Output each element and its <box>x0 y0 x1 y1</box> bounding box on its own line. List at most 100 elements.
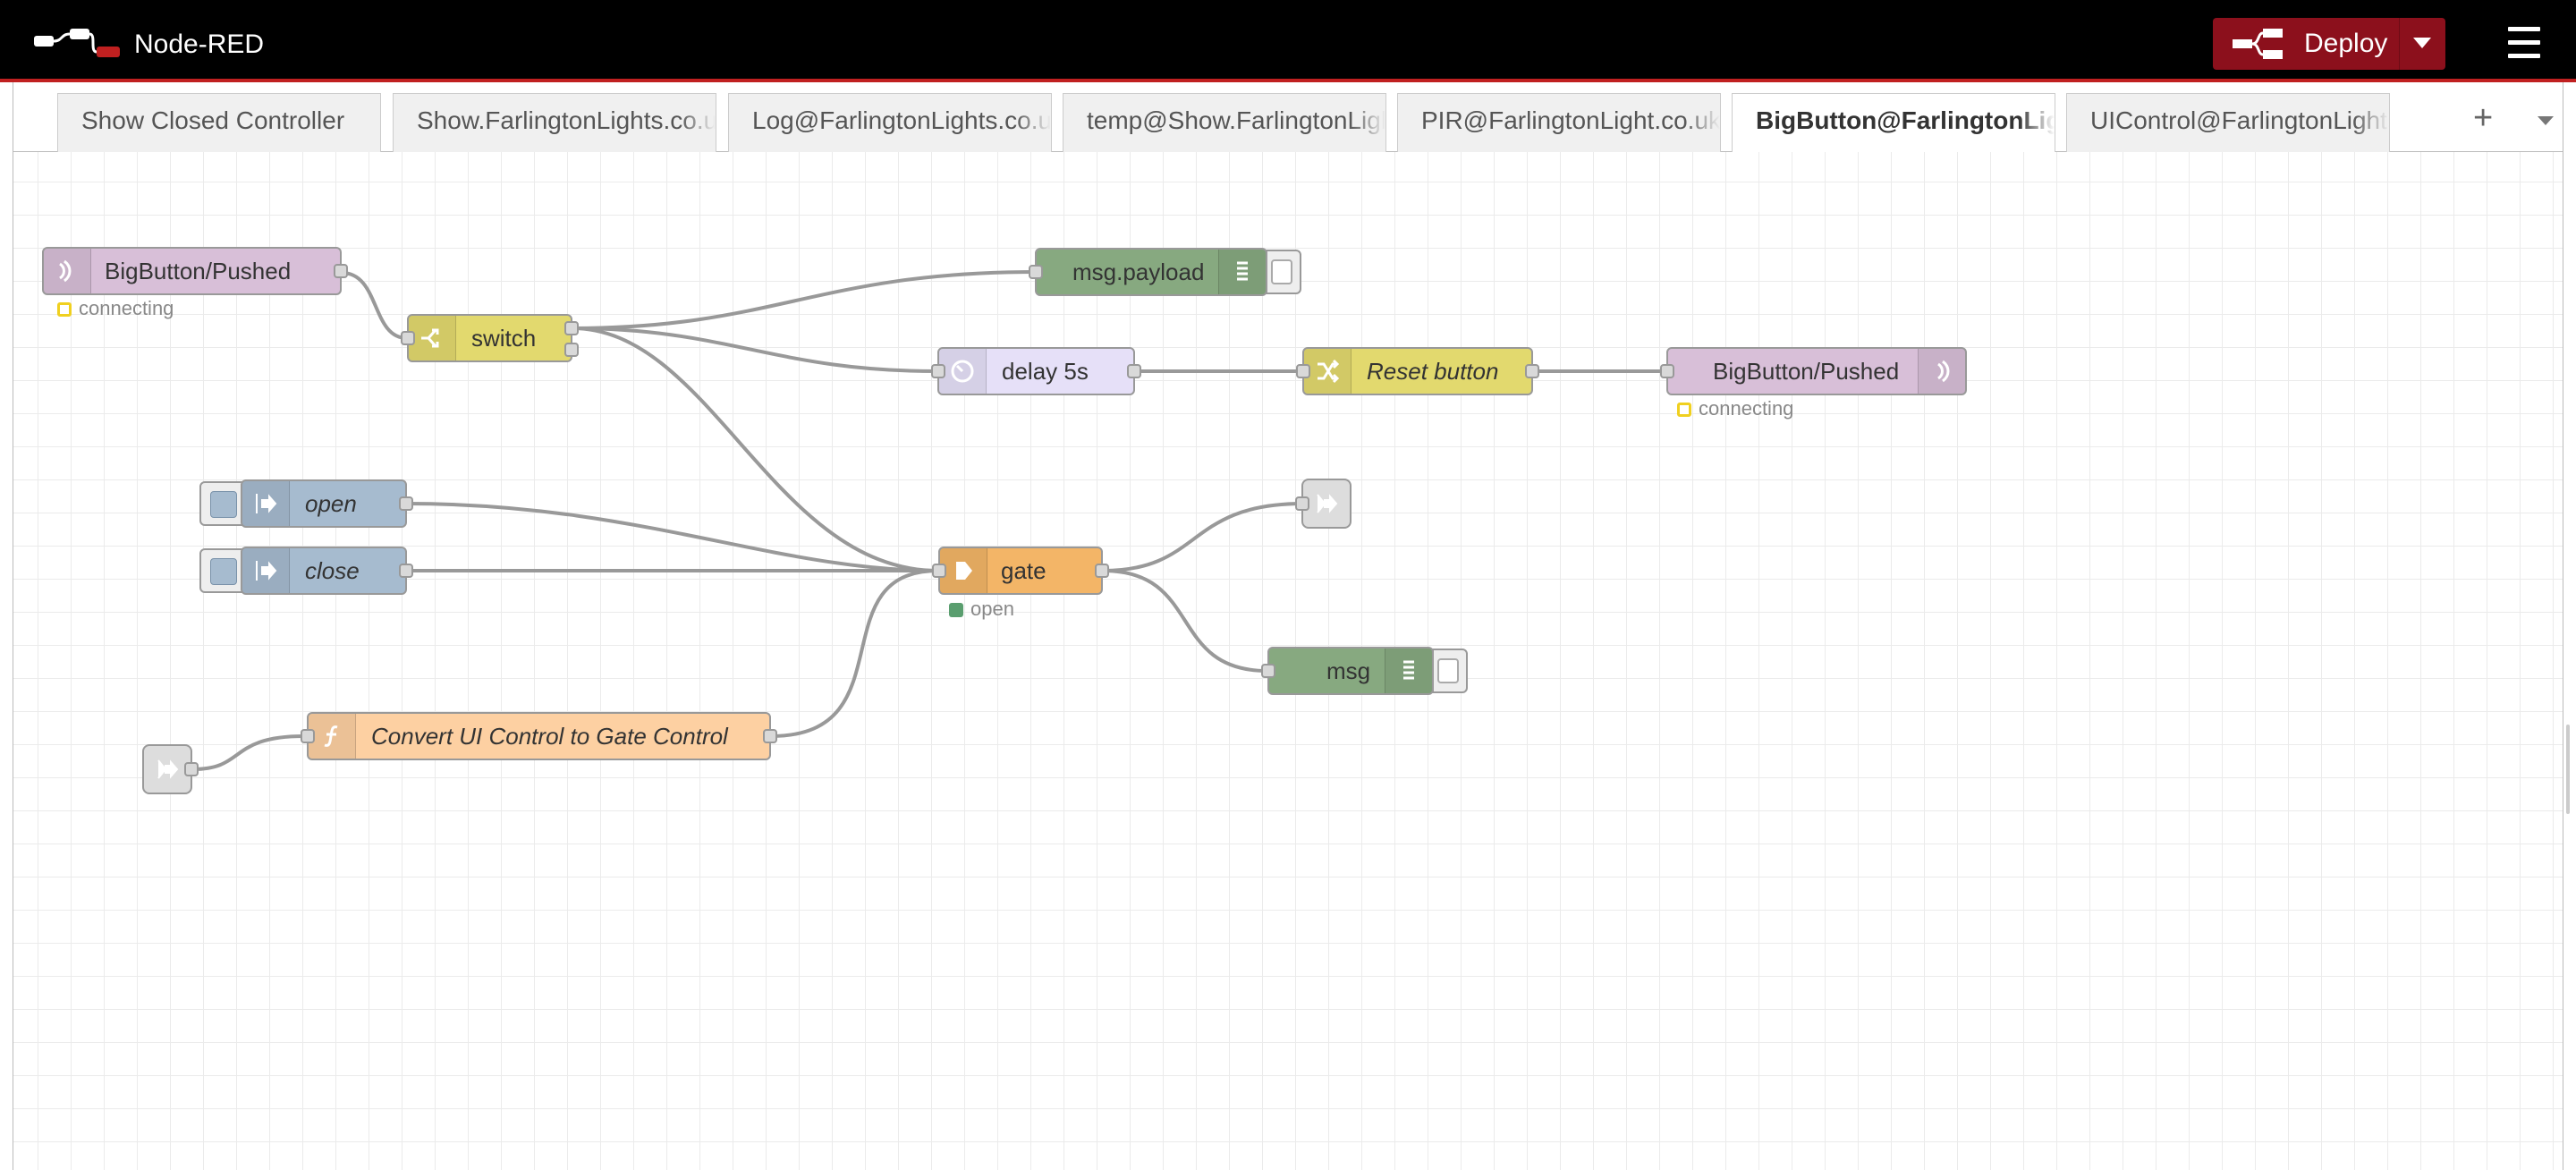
tab-log-farlingtonlights[interactable]: Log@FarlingtonLights.co.uk <box>728 93 1052 152</box>
output-port[interactable] <box>184 762 199 776</box>
timer-icon <box>951 360 974 383</box>
wire <box>192 734 305 771</box>
node-label: msg.payload <box>1072 259 1205 285</box>
input-port[interactable] <box>1296 364 1310 378</box>
tab-show-closed-controller[interactable]: Show Closed Controller <box>57 93 381 152</box>
tab-label: PIR@FarlingtonLight.co.uk <box>1421 106 1721 134</box>
input-port[interactable] <box>931 364 945 378</box>
output-port[interactable] <box>399 564 413 578</box>
node-change-reset-button[interactable]: Reset button <box>1296 347 1539 395</box>
input-port[interactable] <box>1660 364 1674 378</box>
wire <box>572 326 939 572</box>
node-label: delay 5s <box>1002 358 1089 385</box>
vertical-scrollbar[interactable] <box>2566 725 2570 814</box>
add-tab-plus-icon[interactable]: + <box>2473 99 2494 137</box>
debug-toggle-button[interactable] <box>1266 250 1301 294</box>
output-port[interactable] <box>1095 564 1109 578</box>
inject-icon <box>256 494 277 513</box>
input-port[interactable] <box>301 729 315 743</box>
input-port[interactable] <box>1029 265 1043 279</box>
node-label: open <box>305 490 357 517</box>
node-delay[interactable]: delay 5s <box>931 347 1141 395</box>
header-bar: Node-RED Deploy <box>0 0 2576 82</box>
wire <box>341 271 408 340</box>
node-red-logo-icon <box>34 29 120 57</box>
function-icon <box>324 725 338 747</box>
wire <box>1102 569 1268 673</box>
change-icon <box>1318 359 1340 384</box>
node-gate[interactable]: gate <box>932 547 1109 595</box>
node-label: switch <box>471 325 537 352</box>
node-label: BigButton/Pushed <box>1713 358 1900 385</box>
node-debug-msg[interactable]: msg <box>1261 647 1434 695</box>
input-port[interactable] <box>1261 664 1275 678</box>
node-label: gate <box>1001 557 1046 584</box>
node-mqtt-out-bigbutton[interactable]: BigButton/Pushed <box>1660 347 1967 395</box>
deploy-button[interactable]: Deploy <box>2213 18 2445 70</box>
wire <box>770 569 939 738</box>
node-switch[interactable]: switch <box>401 314 579 362</box>
node-debug-msg-payload[interactable]: msg.payload <box>1029 248 1267 296</box>
debug-toggle-button[interactable] <box>1432 649 1468 693</box>
output-port[interactable] <box>1127 364 1141 378</box>
tab-label: temp@Show.FarlingtonLights.co.uk <box>1087 106 1386 134</box>
tab-temp-farlingtonlights[interactable]: temp@Show.FarlingtonLights.co.uk <box>1063 93 1386 152</box>
tab-label: BigButton@FarlingtonLights.co.uk <box>1756 106 2055 134</box>
node-link-in[interactable] <box>142 744 199 794</box>
node-label: Convert UI Control to Gate Control <box>371 723 728 750</box>
inject-trigger-button[interactable] <box>199 481 244 526</box>
wire <box>406 502 939 572</box>
deploy-label: Deploy <box>2304 29 2388 58</box>
tab-bigbutton-farlingtonlights[interactable]: BigButton@FarlingtonLights.co.uk <box>1732 93 2055 153</box>
tab-uicontrol-farlingtonlights[interactable]: UIControl@FarlingtonLights.co.uk <box>2066 93 2390 152</box>
output-port[interactable] <box>564 343 579 357</box>
link-out-icon <box>1317 494 1338 513</box>
node-inject-close[interactable]: close <box>241 547 413 595</box>
node-label: Reset button <box>1367 358 1499 385</box>
link-in-icon <box>157 759 179 779</box>
status-ring-icon <box>57 302 72 317</box>
input-port[interactable] <box>932 564 946 578</box>
tab-label: Show Closed Controller <box>81 106 345 134</box>
output-port[interactable] <box>564 321 579 335</box>
workspace-tab-bar: Show Closed Controller Show.FarlingtonLi… <box>13 82 2563 153</box>
node-status-connecting: connecting <box>57 297 174 320</box>
output-port[interactable] <box>399 496 413 511</box>
status-text: connecting <box>1699 397 1794 420</box>
flow-canvas[interactable]: BigButton/Pushed connecting switch msg.p… <box>13 152 2563 1170</box>
switch-icon <box>421 328 439 348</box>
node-function-convert-ui[interactable]: Convert UI Control to Gate Control <box>301 712 777 760</box>
status-ring-icon <box>1677 403 1691 417</box>
wire <box>572 270 1036 330</box>
input-port[interactable] <box>401 331 415 345</box>
output-port[interactable] <box>763 729 777 743</box>
mqtt-icon <box>1937 360 1950 383</box>
tab-list-chevron-down-icon[interactable] <box>2538 116 2554 125</box>
deploy-icon <box>2233 29 2283 59</box>
deploy-dropdown-caret-icon[interactable] <box>2413 38 2431 48</box>
flow-wires <box>192 270 1662 771</box>
tab-label: UIControl@FarlingtonLights.co.uk <box>2090 106 2389 134</box>
tab-label: Log@FarlingtonLights.co.uk <box>752 106 1052 134</box>
main-menu-hamburger-icon[interactable] <box>2508 25 2540 61</box>
app-title: Node-RED <box>134 30 265 59</box>
node-label: BigButton/Pushed <box>105 258 292 284</box>
tab-show-farlingtonlights[interactable]: Show.FarlingtonLights.co.uk <box>393 93 716 152</box>
output-port[interactable] <box>1525 364 1539 378</box>
input-port[interactable] <box>1295 496 1309 511</box>
node-status-connecting: connecting <box>1677 397 1793 420</box>
status-dot-icon <box>949 603 963 617</box>
debug-icon <box>1403 660 1414 680</box>
status-text: open <box>970 598 1014 620</box>
tab-pir-farlingtonlight[interactable]: PIR@FarlingtonLight.co.uk <box>1397 93 1721 152</box>
inject-trigger-button[interactable] <box>199 548 244 593</box>
mqtt-icon <box>59 259 72 283</box>
tab-label: Show.FarlingtonLights.co.uk <box>417 106 716 134</box>
node-link-out[interactable] <box>1295 479 1352 529</box>
gate-icon <box>956 562 972 580</box>
node-mqtt-in-bigbutton[interactable]: BigButton/Pushed <box>42 247 348 295</box>
node-inject-open[interactable]: open <box>241 479 413 528</box>
output-port[interactable] <box>334 264 348 278</box>
wire <box>1102 502 1304 572</box>
node-label: close <box>305 557 360 584</box>
